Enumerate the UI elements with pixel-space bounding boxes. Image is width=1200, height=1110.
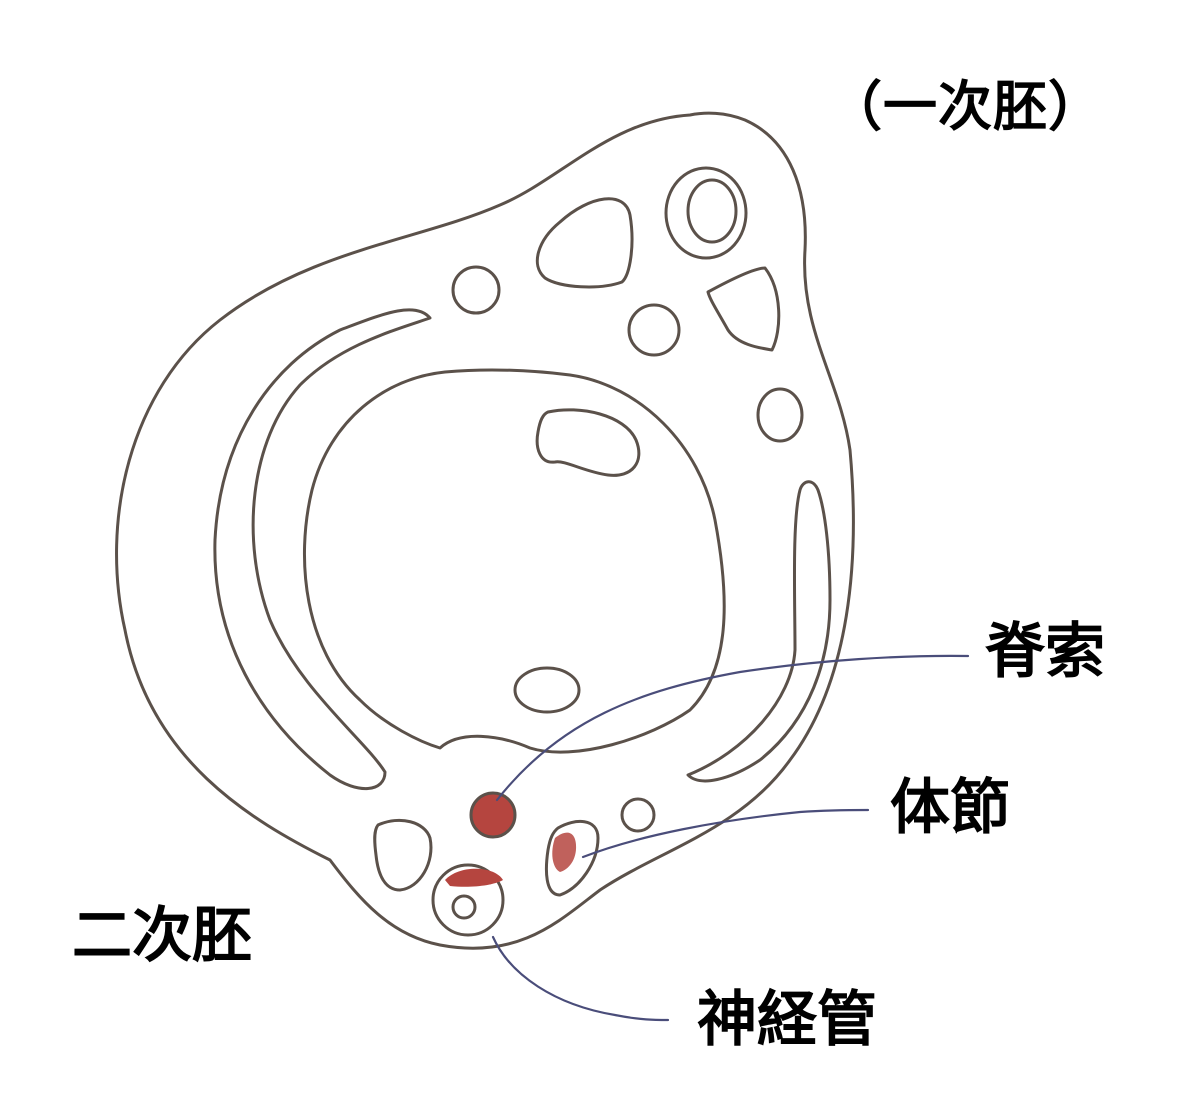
right-triangular-cavity bbox=[706, 266, 781, 352]
label-somite: 体節 bbox=[890, 773, 1010, 843]
leader-line-neural-tube bbox=[491, 935, 670, 1022]
neural-tube-red-marker bbox=[445, 868, 503, 887]
neural-tube-lumen bbox=[451, 894, 477, 920]
somite-red-marker bbox=[552, 832, 577, 872]
somite-outline bbox=[545, 819, 600, 897]
label-primary-embryo: （一次胚） bbox=[828, 75, 1103, 138]
small-circle-center bbox=[627, 303, 681, 357]
ring-outer-upper-right bbox=[664, 166, 748, 260]
leader-line-notochord bbox=[495, 654, 970, 802]
leader-line-somite bbox=[581, 808, 870, 859]
small-circle-upper-left bbox=[451, 265, 501, 315]
label-notochord: 脊索 bbox=[985, 617, 1105, 687]
lower-left-cavity bbox=[373, 818, 433, 892]
neural-tube-outer bbox=[431, 863, 505, 937]
small-circle-right bbox=[756, 387, 804, 443]
upper-rounded-cavity bbox=[535, 197, 634, 289]
inner-blob-upper bbox=[535, 408, 641, 477]
notochord-marker bbox=[469, 791, 517, 839]
label-secondary-embryo: 二次胚 bbox=[72, 901, 252, 971]
label-neural-tube: 神経管 bbox=[697, 985, 877, 1055]
ring-inner-upper-right bbox=[686, 178, 738, 244]
outer-body-outline bbox=[115, 111, 855, 950]
central-cavity bbox=[303, 368, 726, 754]
inner-blob-lower bbox=[513, 666, 581, 714]
small-circle-lower-right bbox=[620, 797, 656, 833]
right-cavity-slit bbox=[686, 480, 832, 783]
left-cavity-slit bbox=[213, 308, 432, 790]
